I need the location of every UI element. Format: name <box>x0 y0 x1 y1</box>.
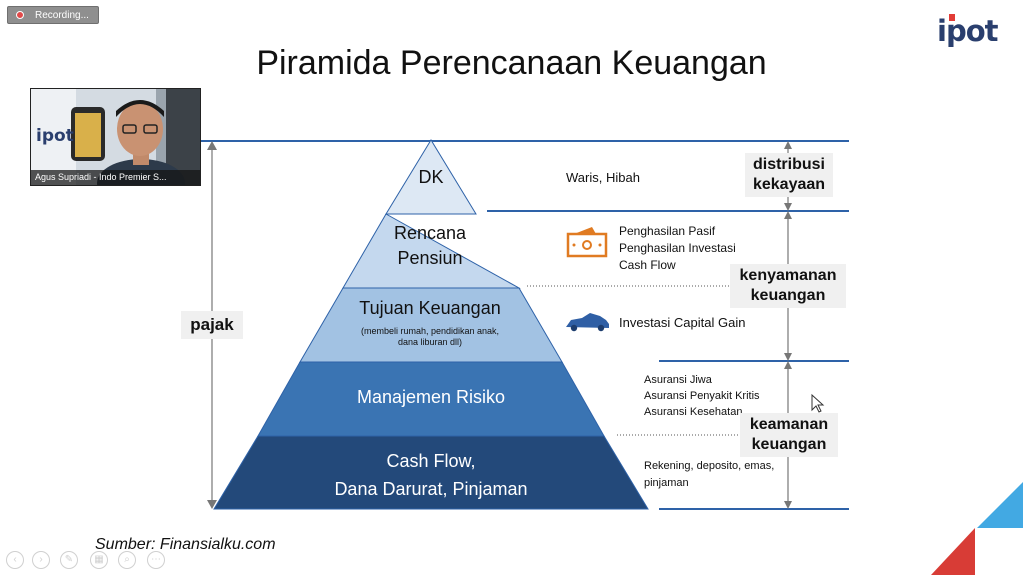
webcam-video[interactable]: ipot Agus Supriadi - Indo Premier S... <box>30 88 201 186</box>
pajak-arrow-down <box>207 500 217 509</box>
pyramid-label-cashflow: Cash Flow, Dana Darurat, Pinjaman <box>258 447 604 503</box>
webcam-scene: ipot <box>31 89 200 185</box>
text-cash-flow: Cash Flow <box>619 258 676 272</box>
webcam-name-label: Agus Supriadi - Indo Premier S... <box>31 170 200 185</box>
label-keamanan-keuangan: keamanan keuangan <box>740 413 838 457</box>
more-options-button[interactable]: ⋯ <box>147 551 165 569</box>
kenyamanan-line1: kenyamanan <box>739 267 837 284</box>
slides-overview-button[interactable]: ▦ <box>90 551 108 569</box>
pyramid-label-dk: DK <box>418 167 444 187</box>
recording-indicator[interactable]: Recording... <box>7 6 99 24</box>
text-asuransi-kesehatan: Asuransi Kesehatan <box>644 406 743 418</box>
pyramid-label-risk: Manajemen Risiko <box>356 387 506 407</box>
text-rekening: Rekening, deposito, emas, <box>644 460 775 472</box>
distribusi-line1: distribusi <box>752 156 825 173</box>
distribusi-line2: kekayaan <box>752 176 826 193</box>
text-capital-gain: Investasi Capital Gain <box>619 315 746 330</box>
logo-accent-mark <box>949 14 955 21</box>
source-citation: Sumber: Finansialku.com <box>95 536 276 553</box>
pyramid-label-pension: Rencana Pensiun <box>370 221 490 271</box>
cashflow-line1: Cash Flow, <box>386 451 476 471</box>
car-icon <box>566 313 609 332</box>
pyramid-level-cashflow <box>213 435 649 510</box>
label-kenyamanan-keuangan: kenyamanan keuangan <box>730 264 846 308</box>
next-slide-button[interactable]: › <box>32 551 50 569</box>
text-pinjaman: pinjaman <box>644 477 689 489</box>
text-asuransi-jiwa: Asuransi Jiwa <box>644 374 712 386</box>
keamanan-line1: keamanan <box>749 416 829 433</box>
slide-title: Piramida Perencanaan Keuangan <box>256 44 767 82</box>
pension-line1: Rencana <box>393 223 467 243</box>
kenyamanan-line2: keuangan <box>750 287 826 304</box>
record-icon <box>16 11 24 19</box>
mouse-cursor-icon <box>811 393 825 413</box>
label-pajak: pajak <box>181 311 243 339</box>
goals-sub-line1: (membeli rumah, pendidikan anak, <box>360 326 500 336</box>
text-penghasilan-pasif: Penghasilan Pasif <box>619 224 716 238</box>
text-waris: Waris, Hibah <box>566 170 640 185</box>
pen-tool-button[interactable]: ✎ <box>60 551 78 569</box>
keamanan-line2: keuangan <box>751 436 827 453</box>
zoom-button[interactable]: ⌕ <box>118 551 136 569</box>
pyramid-label-goals: Tujuan Keuangan <box>359 298 501 318</box>
corner-triangle-red <box>931 528 975 575</box>
previous-slide-button[interactable]: ‹ <box>6 551 24 569</box>
pyramid-label-goals-sub: (membeli rumah, pendidikan anak, dana li… <box>330 326 530 348</box>
label-distribusi-kekayaan: distribusi kekayaan <box>745 153 833 197</box>
goals-sub-line2: dana liburan dll) <box>397 337 463 347</box>
cashflow-line2: Dana Darurat, Pinjaman <box>334 479 528 499</box>
corner-triangle-blue <box>977 482 1023 528</box>
pension-line2: Pensiun <box>397 248 463 268</box>
text-penghasilan-investasi: Penghasilan Investasi <box>619 241 736 255</box>
money-icon <box>566 227 608 258</box>
pyramid-level-dk <box>385 139 477 215</box>
text-asuransi-kritis: Asuransi Penyakit Kritis <box>644 390 760 402</box>
svg-text:ipot: ipot <box>36 126 74 146</box>
ipot-logo: ipot <box>937 14 998 48</box>
pajak-arrow-up <box>207 141 217 150</box>
recording-label: Recording... <box>35 10 89 21</box>
